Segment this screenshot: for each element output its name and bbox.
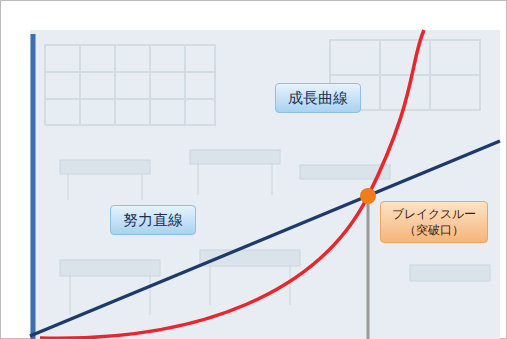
classroom-ground (30, 30, 500, 339)
vertical-axis (31, 34, 36, 339)
box-label: 努力直線 (123, 210, 183, 230)
line-label-box: 努力直線 (110, 205, 196, 235)
curve-label-box: 成長曲線 (275, 83, 361, 113)
breakthrough-box: ブレイクスルー （突破口） (380, 201, 488, 243)
intersection-dot (360, 188, 376, 204)
breakthrough-drop-line (367, 196, 370, 339)
growth-curve (40, 30, 424, 338)
effort-line (30, 141, 500, 336)
box-label: ブレイクスルー （突破口） (391, 206, 477, 238)
box-label: 成長曲線 (288, 88, 348, 108)
classroom-shelves (45, 40, 480, 125)
